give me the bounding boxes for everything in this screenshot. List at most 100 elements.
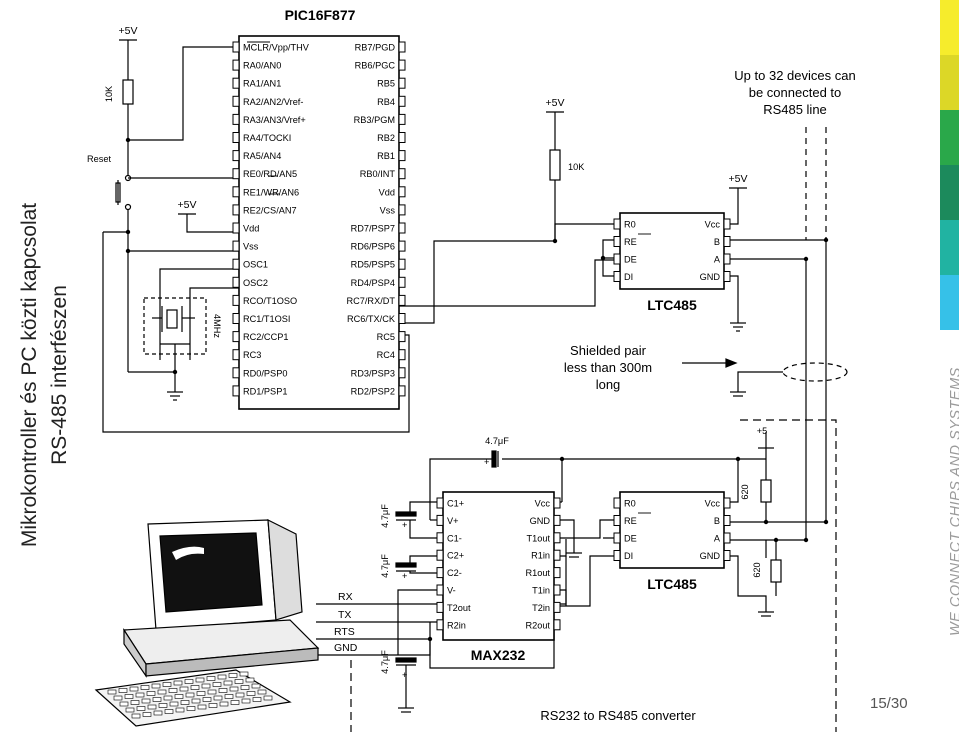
pic-right-pin: RB1 <box>377 151 395 161</box>
keyboard-key <box>151 683 161 689</box>
keyboard-key <box>223 680 233 686</box>
color-stripe <box>940 0 959 55</box>
keyboard-key <box>135 692 145 698</box>
keyboard-key <box>152 697 162 702</box>
junction-dots <box>125 137 829 642</box>
keyboard-key <box>195 677 205 683</box>
max232-right-pin-pin-box <box>553 549 561 561</box>
page-number: 15/30 <box>870 695 908 712</box>
pic-left-pin-pin-box <box>232 59 240 71</box>
keyboard-key <box>240 685 250 690</box>
keyboard-key <box>141 698 151 704</box>
ltc-left-pin-pin-box <box>613 532 621 544</box>
pic-right-pin: RC5 <box>377 332 395 342</box>
max232-left-pin-pin-box <box>436 549 444 561</box>
keyboard-key <box>124 694 134 699</box>
note-shielded-line3: long <box>596 377 621 392</box>
pic-left-pin: RD1/PSP1 <box>243 386 287 396</box>
ltc-left-pin-pin-box <box>613 253 621 265</box>
pic-right-pin: RB4 <box>377 97 395 107</box>
keyboard-key <box>190 685 200 690</box>
max232-left-pin: V- <box>447 586 456 596</box>
pic-right-pin-pin-box <box>398 294 406 306</box>
keyboard-key <box>202 697 212 702</box>
pic-right-pin: RC4 <box>377 350 395 360</box>
keyboard-key <box>119 701 129 707</box>
pic-right-pin: RD3/PSP3 <box>351 368 395 378</box>
pic-name: PIC16F877 <box>285 7 356 23</box>
pic-left-pin-pin-box <box>232 276 240 288</box>
keyboard-key <box>207 689 217 695</box>
max232-chip: MAX232 C1+V+C1-C2+C2-V-T2outR2inVccGNDT1… <box>436 491 561 663</box>
label-5v-top: +5V <box>119 25 138 37</box>
max232-left-pin-pin-box <box>436 567 444 579</box>
keyboard-key <box>142 712 152 717</box>
pic-left-pin: RA1/AN1 <box>243 79 281 89</box>
ltc485-lower-name: LTC485 <box>647 576 697 592</box>
ltc-left-pin: R0 <box>624 499 636 509</box>
label-cap-left1: 4.7μF <box>380 504 390 528</box>
ltc-right-pin: Vcc <box>705 499 721 509</box>
wires <box>102 39 848 732</box>
max232-right-pin: T2in <box>532 603 550 613</box>
keyboard-key <box>175 707 185 713</box>
label-cap-left2-plus: + <box>402 571 407 581</box>
note-up-to-32-line2: be connected to <box>749 85 842 100</box>
keyboard-key <box>191 698 201 704</box>
ltc-right-pin: A <box>714 255 721 265</box>
pic-left-pin-pin-box <box>232 222 240 234</box>
keyboard-key <box>147 704 157 710</box>
ltc-left-pin-pin-box <box>613 271 621 282</box>
ltc-right-pin: A <box>714 534 721 544</box>
ltc-left-pin: DI <box>624 551 633 561</box>
note-shielded-line2: less than 300m <box>564 360 652 375</box>
keyboard-key <box>140 685 150 690</box>
pic-left-pin: RC2/CCP1 <box>243 332 288 342</box>
ltc-left-pin-pin-box <box>613 497 621 509</box>
pic-left-pin-pin-box <box>232 294 240 306</box>
color-stripe <box>940 55 959 110</box>
max232-right-pin-pin-box <box>553 514 561 526</box>
ltc-left-pin-pin-box <box>613 550 621 561</box>
max232-left-pin-pin-box <box>436 514 444 526</box>
pic-right-pin: RC6/TX/CK <box>347 314 396 324</box>
pic-left-pin: RCO/T1OSO <box>243 296 297 306</box>
ltc-left-pin: DE <box>624 255 637 265</box>
ltc-left-pin-pin-box <box>613 218 621 230</box>
label-5v-mid: +5V <box>546 97 565 109</box>
note-up-to-32-line1: Up to 32 devices can <box>734 68 855 83</box>
keyboard-key <box>234 679 244 684</box>
keyboard-key <box>168 688 178 693</box>
max232-right-pin-pin-box <box>553 601 561 613</box>
color-stripe <box>940 165 959 220</box>
pic-right-pin-pin-box <box>398 132 406 143</box>
note-shielded-line1: Shielded pair <box>570 343 647 358</box>
pic-right-pin-pin-box <box>398 331 406 343</box>
max232-right-pin-pin-box <box>553 497 561 509</box>
pic-right-pin-pin-box <box>398 150 406 162</box>
pic-right-pin-pin-box <box>398 222 406 234</box>
label-rts: RTS <box>334 626 355 638</box>
pic-left-pin-pin-box <box>232 258 240 270</box>
pic-right-pin: RC7/RX/DT <box>347 296 396 306</box>
label-crystal: 4MHz <box>212 314 222 338</box>
pic-left-pin-pin-box <box>232 349 240 361</box>
pic-left-pin: Vss <box>243 242 259 252</box>
max232-left-pin-pin-box <box>436 584 444 596</box>
pic-right-pins: RB7/PGDRB6/PGCRB5RB4RB3/PGMRB2RB1RB0/INT… <box>347 41 406 397</box>
pic-right-pin: RB3/PGM <box>354 115 395 125</box>
pic-left-pin: MCLR/Vpp/THV <box>243 43 310 53</box>
keyboard-key <box>162 682 172 687</box>
keyboard-key <box>241 698 251 704</box>
ltc-right-pin-pin-box <box>723 253 731 265</box>
ltc-right-pin-pin-box <box>723 515 731 526</box>
diagram-labels: +5V 10K Reset +5V 4MHz +5V 10K +5V Up to… <box>87 25 856 723</box>
keyboard-key <box>224 694 234 699</box>
max232-right-pin: R1in <box>531 551 550 561</box>
pic-left-pin-pin-box <box>232 168 240 180</box>
max232-right-pin: R1out <box>525 568 550 578</box>
